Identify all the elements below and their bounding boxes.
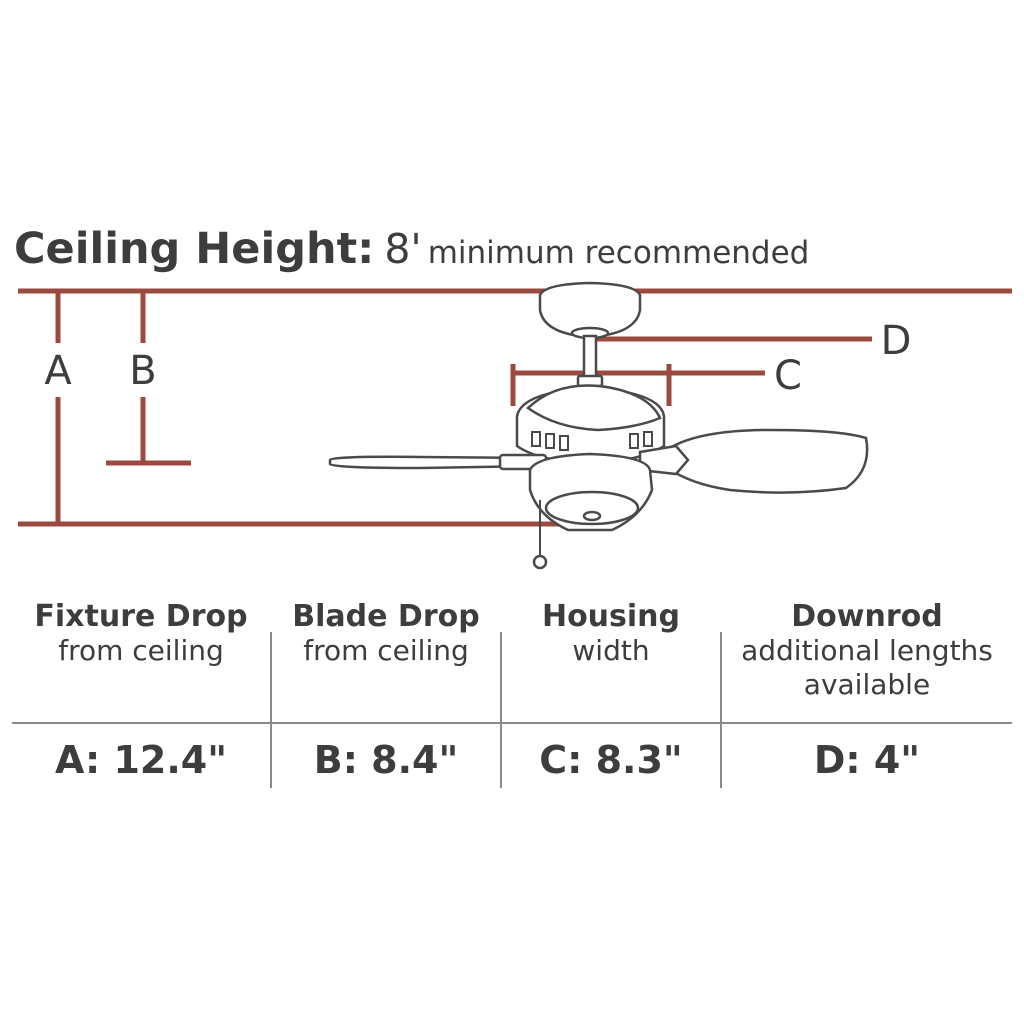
table-divider-3 <box>720 632 722 788</box>
pull-chain-fob <box>532 554 548 570</box>
motor-vents <box>531 431 653 451</box>
col-blade-drop: Blade Drop from ceiling B: 8.4" <box>272 599 500 781</box>
col-downrod-heading: Downrod <box>791 599 943 634</box>
col-housing-value: C: 8.3" <box>539 738 683 782</box>
table-divider-2 <box>500 632 502 788</box>
table-divider-1 <box>270 632 272 788</box>
col-fixture-drop-desc: from ceiling <box>58 634 224 667</box>
col-downrod-value: D: 4" <box>813 738 921 782</box>
col-downrod: Downrod additional lengths available D: … <box>722 599 1012 781</box>
fan-blade-right <box>666 428 869 494</box>
ceiling-height-label: Ceiling Height: <box>14 224 375 274</box>
ceiling-fan-illustration <box>328 281 869 570</box>
col-housing-heading: Housing <box>541 599 681 634</box>
dimensions-table: Fixture Drop from ceiling A: 12.4" Blade… <box>12 600 1012 790</box>
col-fixture-drop-heading: Fixture Drop <box>34 599 248 634</box>
dimension-b-label: B <box>129 348 156 394</box>
col-downrod-desc-line2: available <box>803 668 931 701</box>
fan-dimension-diagram: A B C D <box>18 281 1012 570</box>
table-horizontal-divider <box>12 722 1012 724</box>
dimension-c-label: C <box>774 353 802 399</box>
col-housing: Housing width C: 8.3" <box>502 599 720 781</box>
col-fixture-drop-value: A: 12.4" <box>54 738 228 782</box>
dimension-d-label: D <box>881 318 912 364</box>
ceiling-height-title: Ceiling Height:8'minimum recommended <box>14 228 809 271</box>
fan-downrod <box>582 334 598 380</box>
col-blade-drop-desc: from ceiling <box>303 634 469 667</box>
col-blade-drop-heading: Blade Drop <box>292 599 480 634</box>
col-blade-drop-value: B: 8.4" <box>313 738 459 782</box>
ceiling-height-note: minimum recommended <box>427 235 810 271</box>
fan-canopy <box>538 281 642 339</box>
col-downrod-desc-line1: additional lengths <box>741 634 993 667</box>
light-kit-bowl <box>544 490 640 526</box>
dimension-a-label: A <box>44 348 72 394</box>
light-kit-finial <box>582 510 602 522</box>
col-housing-desc: width <box>572 634 650 667</box>
col-fixture-drop: Fixture Drop from ceiling A: 12.4" <box>12 599 270 781</box>
ceiling-height-value: 8' <box>384 225 422 273</box>
motor-top-shell <box>526 384 662 432</box>
